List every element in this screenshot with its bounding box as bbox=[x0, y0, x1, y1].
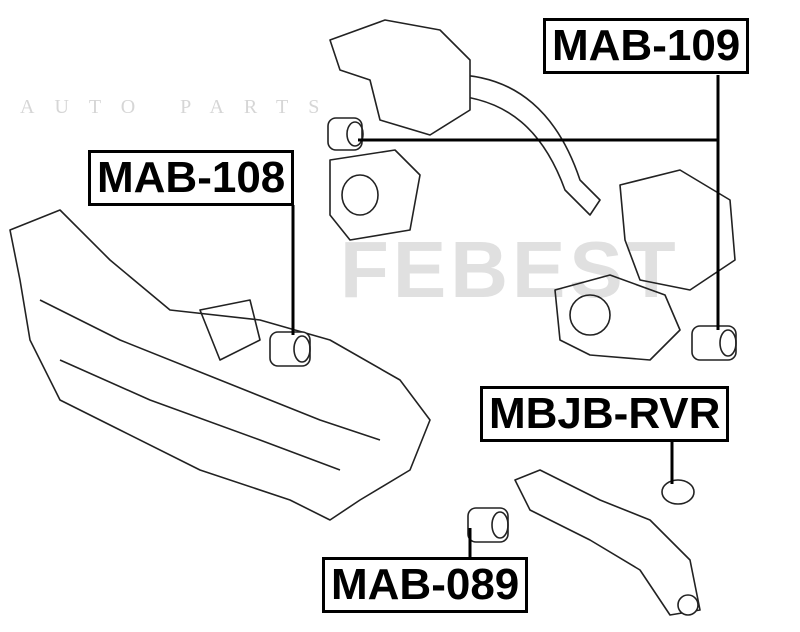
subframe bbox=[9, 209, 431, 521]
lower-arm bbox=[514, 469, 701, 616]
bushing-mab109-bottom bbox=[691, 325, 737, 361]
knuckle-right bbox=[554, 274, 681, 361]
bushing-mab109-top bbox=[327, 117, 363, 151]
part-label-mbjb-rvr: MBJB-RVR bbox=[480, 386, 730, 442]
upper-bracket bbox=[329, 19, 471, 136]
lower-bracket bbox=[619, 169, 736, 291]
bushing-mbjb-rvr bbox=[661, 479, 695, 505]
part-label-mab-109: MAB-109 bbox=[543, 18, 750, 74]
part-label-mab-089: MAB-089 bbox=[322, 557, 529, 613]
part-label-mab-108: MAB-108 bbox=[88, 150, 295, 206]
watermark-tagline: AUTO PARTS bbox=[20, 96, 340, 118]
leader-mab109 bbox=[358, 75, 720, 330]
knuckle-left bbox=[329, 149, 421, 241]
watermark-brand: FEBEST bbox=[340, 225, 680, 314]
